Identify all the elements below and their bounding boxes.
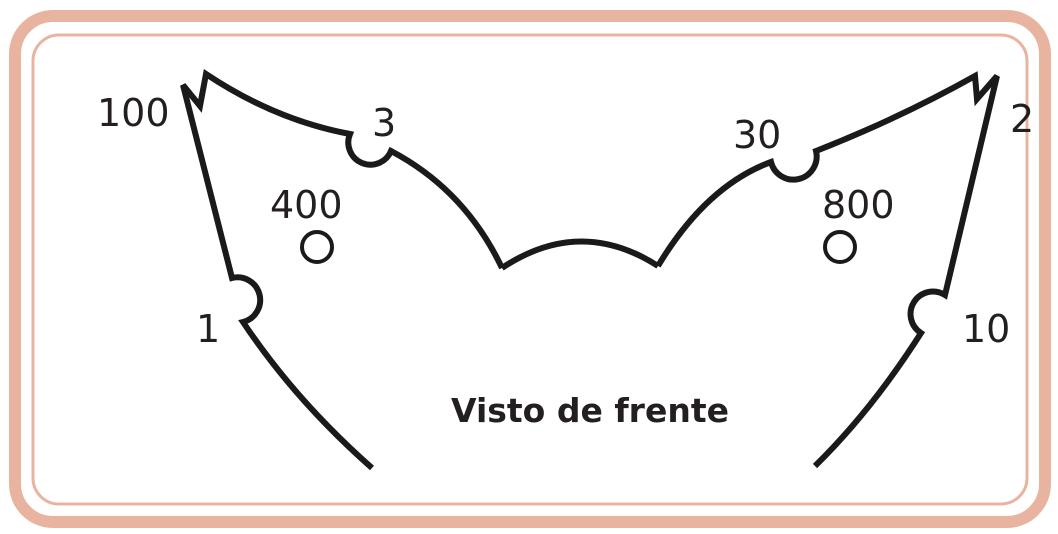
right-outline (655, 71, 1000, 469)
label-10: 10 (962, 307, 1010, 351)
label-2: 2 (1010, 97, 1034, 141)
right-circle (823, 230, 857, 264)
center-arc (500, 238, 660, 271)
label-400: 400 (270, 183, 343, 227)
label-100: 100 (97, 91, 170, 135)
label-3: 3 (372, 101, 396, 145)
label-1: 1 (196, 307, 220, 351)
outer-frame-border (9, 10, 1051, 528)
caption: Visto de frente (451, 391, 729, 430)
left-circle (300, 230, 334, 264)
label-30: 30 (733, 113, 781, 157)
inner-frame-border (31, 33, 1029, 506)
label-800: 800 (822, 183, 895, 227)
left-outline (180, 68, 505, 471)
